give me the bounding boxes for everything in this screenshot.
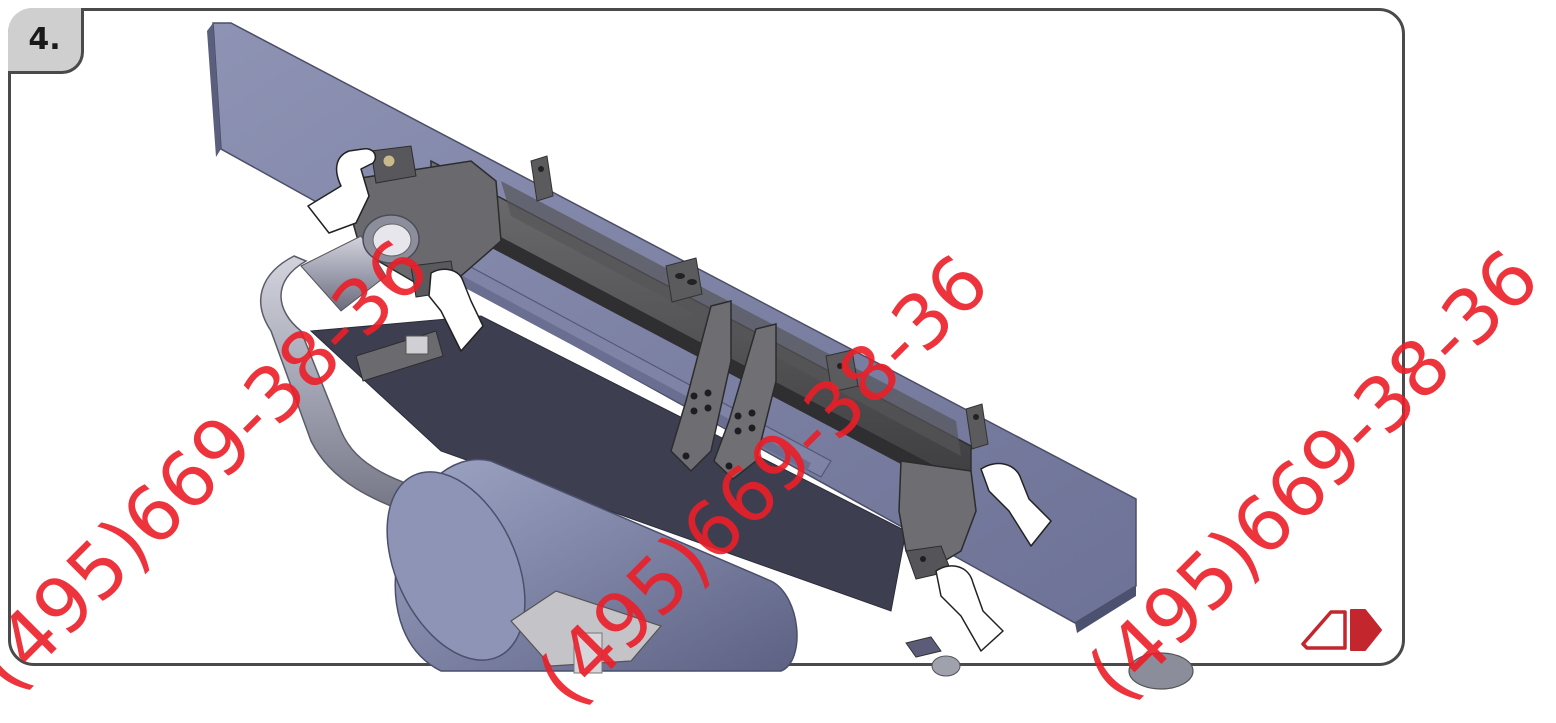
instruction-panel: 4.	[8, 8, 1405, 690]
assembly-illustration	[207, 22, 1194, 690]
step-number: 4.	[28, 22, 61, 57]
step-number-badge: 4.	[8, 8, 84, 74]
hand-icons	[307, 147, 1052, 652]
mount-bracket-left	[355, 330, 444, 382]
loose-parts	[905, 636, 1194, 690]
beam-tabs	[530, 155, 989, 450]
hand-icon	[980, 462, 1052, 547]
hand-icon	[935, 565, 1004, 652]
hand-icon	[428, 268, 484, 352]
muffler	[386, 458, 798, 674]
next-page-arrow-icon[interactable]	[1299, 604, 1383, 656]
center-brackets	[670, 300, 777, 480]
hand-icon	[307, 147, 377, 234]
